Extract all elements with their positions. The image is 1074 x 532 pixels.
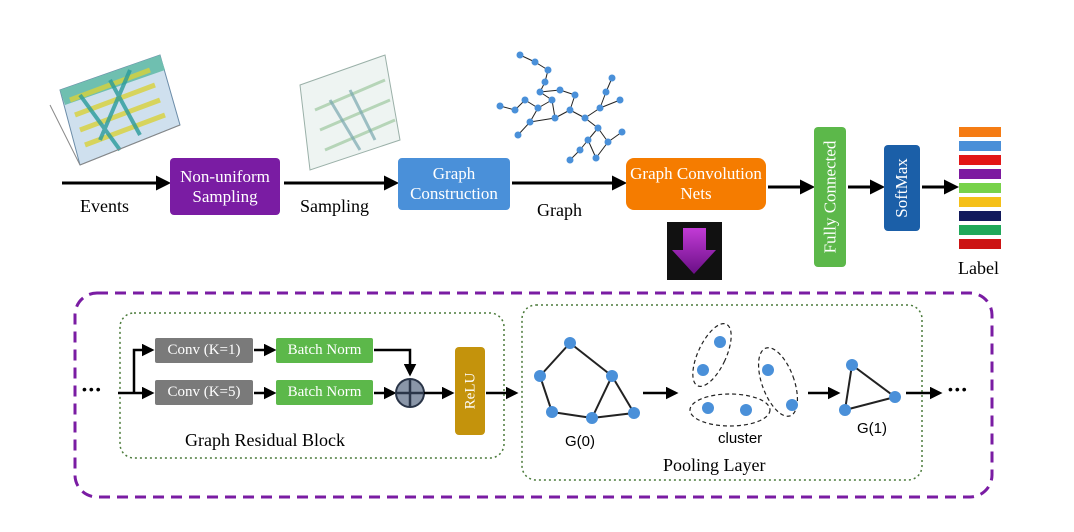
graph-node [762,364,774,376]
pooling-graphs [534,323,901,427]
graph-node [516,51,524,59]
label-bar [959,225,1001,235]
graph-node [786,399,798,411]
batch-norm-2-box: Batch Norm [276,380,373,405]
graph-node [511,106,519,114]
batch-norm-1-box: Batch Norm [276,338,373,363]
cluster-label: cluster [718,430,763,447]
graph-node [628,407,640,419]
graph-node [566,106,574,114]
down-arrow-icon [672,228,716,274]
graph-node [556,86,564,94]
graph-node [608,74,616,82]
events-label: Events [80,196,129,216]
label-bar [959,127,1001,137]
graph-node [618,128,626,136]
label-bar [959,239,1001,249]
label-bar [959,155,1001,165]
label-bar [959,169,1001,179]
graph-node [526,118,534,126]
graph-node [576,146,584,154]
g1-label: G(1) [857,420,887,437]
label-bar [959,197,1001,207]
graph-node [521,96,529,104]
graph-construction-box: Graph Construction [398,158,510,210]
graph-node [606,370,618,382]
softmax-box: SoftMax [884,145,920,231]
graph-label: Graph [537,200,582,220]
graph-node [531,58,539,66]
graph-node [564,337,576,349]
graph-node [740,404,752,416]
pooling-layer-frame [521,304,923,481]
label-label: Label [958,258,999,278]
sampled-cube-image [299,54,401,171]
conv-k1-box: Conv (K=1) [155,338,253,363]
graph-node [536,88,544,96]
graph-node [616,96,624,104]
graph-node [551,114,559,122]
graph-node [714,336,726,348]
graph-node [697,364,709,376]
graph-node [846,359,858,371]
label-color-stack [959,127,1001,253]
graph-node [889,391,901,403]
residual-block-frame [119,312,505,459]
graph-node [534,104,542,112]
graph-node [566,156,574,164]
graph-node [702,402,714,414]
pooling-layer-title: Pooling Layer [663,455,766,475]
gcn-box: Graph Convolution Nets [626,158,766,210]
events-cube-image [49,54,181,166]
fully-connected-box: Fully Connected [814,127,846,267]
fully-connected-text: Fully Connected [820,140,840,254]
graph-node [584,136,592,144]
softmax-text: SoftMax [892,158,911,218]
graph-node [514,131,522,139]
graph-node [586,412,598,424]
graph-node [592,154,600,162]
conv-k5-box: Conv (K=5) [155,380,253,405]
ellipsis-right: ••• [948,381,969,397]
graph-node [544,66,552,74]
non-uniform-sampling-box: Non-uniform Sampling [170,158,280,215]
graph-node [496,102,504,110]
graph-node [604,138,612,146]
detail-frame [73,291,994,499]
label-bar [959,183,1001,193]
graph-node [594,124,602,132]
graph-node [596,104,604,112]
relu-box: ReLU [455,347,485,435]
sampling-label: Sampling [300,196,370,216]
graph-node [546,406,558,418]
graph-node [534,370,546,382]
label-bar [959,211,1001,221]
graph-node [571,91,579,99]
graph-node [541,78,549,86]
g0-label: G(0) [565,433,595,450]
graph-node [548,96,556,104]
graph-node [839,404,851,416]
ellipsis-left: ••• [82,381,103,397]
label-bar [959,141,1001,151]
graph-image [496,51,626,164]
graph-node [581,114,589,122]
graph-node [602,88,610,96]
relu-text: ReLU [462,372,479,410]
residual-block-title: Graph Residual Block [185,430,345,450]
